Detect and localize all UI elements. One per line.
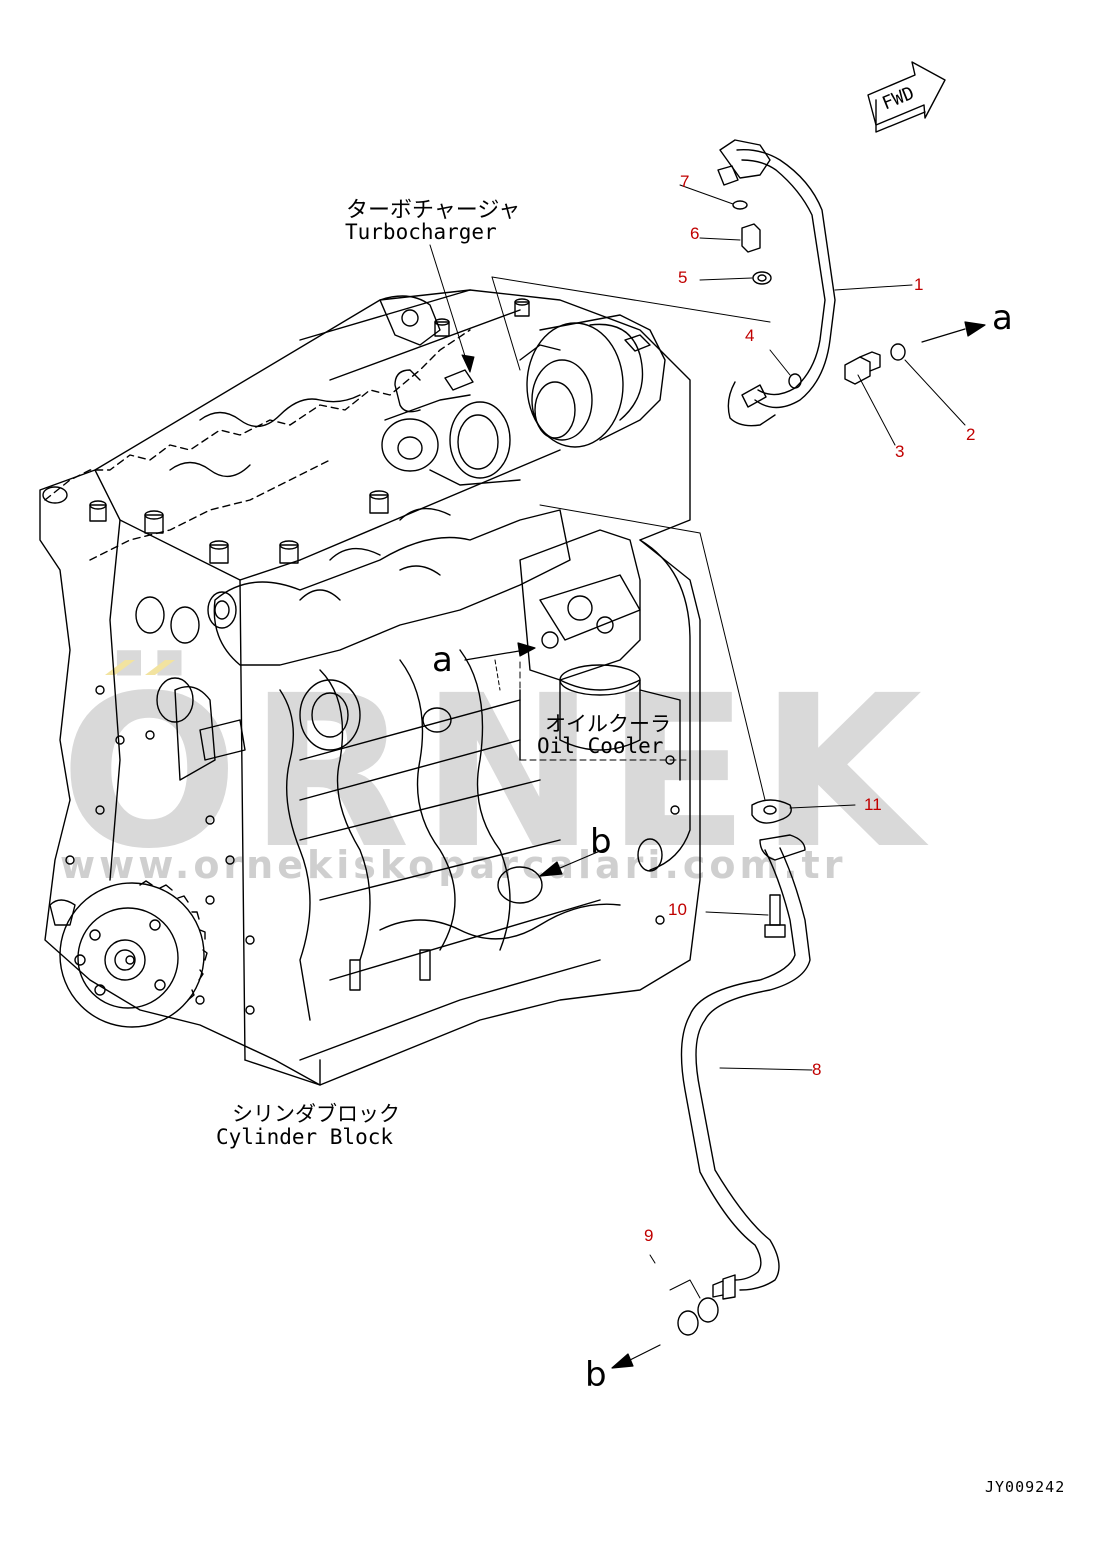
ref-b-return: b [585,1355,607,1395]
head-bolts [42,298,530,564]
block-bottom [244,949,601,1086]
cylinder-head-top [169,289,521,478]
label-oilcooler-jp: オイルクーラ [545,712,671,736]
part-number-11: 11 [864,795,882,814]
part-number-6: 6 [690,224,700,243]
part-number-5: 5 [678,268,688,287]
watermark-url: www.ornekiskoparcalari.com.tr [60,843,847,887]
part-8-oil-return-tube [680,834,813,1300]
part-11-gasket [751,799,856,824]
part-number-9: 9 [644,1226,654,1245]
ref-a-cooler: a [432,640,453,680]
oil-cooler-housing [519,529,691,871]
watermark-logo: ÖRNEK [60,650,933,895]
watermark-accent-marks [105,660,175,675]
part-10-bolt [705,894,786,938]
part-7-o-ring [679,184,748,210]
part-number-4: 4 [745,326,755,345]
part-number-8: 8 [812,1060,822,1079]
cylinder-head-contour [44,329,471,561]
part-number-7: 7 [680,172,690,191]
turbocharger [381,314,666,486]
label-cylinder-block-en: Cylinder Block [216,1125,394,1149]
part-6-union [699,223,761,253]
part-3-adapter [844,351,896,446]
part-5-washer [699,271,772,285]
part-1-leader [834,284,913,291]
part-4-o-ring [769,349,802,389]
exhaust-manifold [135,507,571,666]
label-cylinder-block-jp: シリンダブロック [232,1102,400,1126]
block-ribs [279,649,663,1021]
label-turbocharger-jp: ターボチャージャ [346,198,521,223]
cylinder-block-outline [39,289,701,1086]
drawing-id: JY009242 [985,1478,1066,1496]
ref-b-block: b [590,822,612,862]
ref-arrows [464,321,986,1369]
part-number-2: 2 [966,425,976,444]
part-2-leader [904,359,966,426]
block-face-holes [65,677,680,1015]
timing-gear [49,880,208,1028]
ref-a-feed: a [992,298,1013,338]
part-9-o-rings [649,1254,719,1336]
label-oilcooler-en: Oil Cooler [537,734,664,758]
part-number-1: 1 [914,275,924,294]
leader-lines [429,244,771,801]
part-number-10: 10 [668,900,687,919]
fwd-arrow-icon [867,61,946,133]
part-number-3: 3 [895,442,905,461]
part-1-oil-feed-tube [717,139,836,427]
part-2-o-ring [890,343,906,361]
label-turbocharger-en: Turbocharger [345,220,497,244]
